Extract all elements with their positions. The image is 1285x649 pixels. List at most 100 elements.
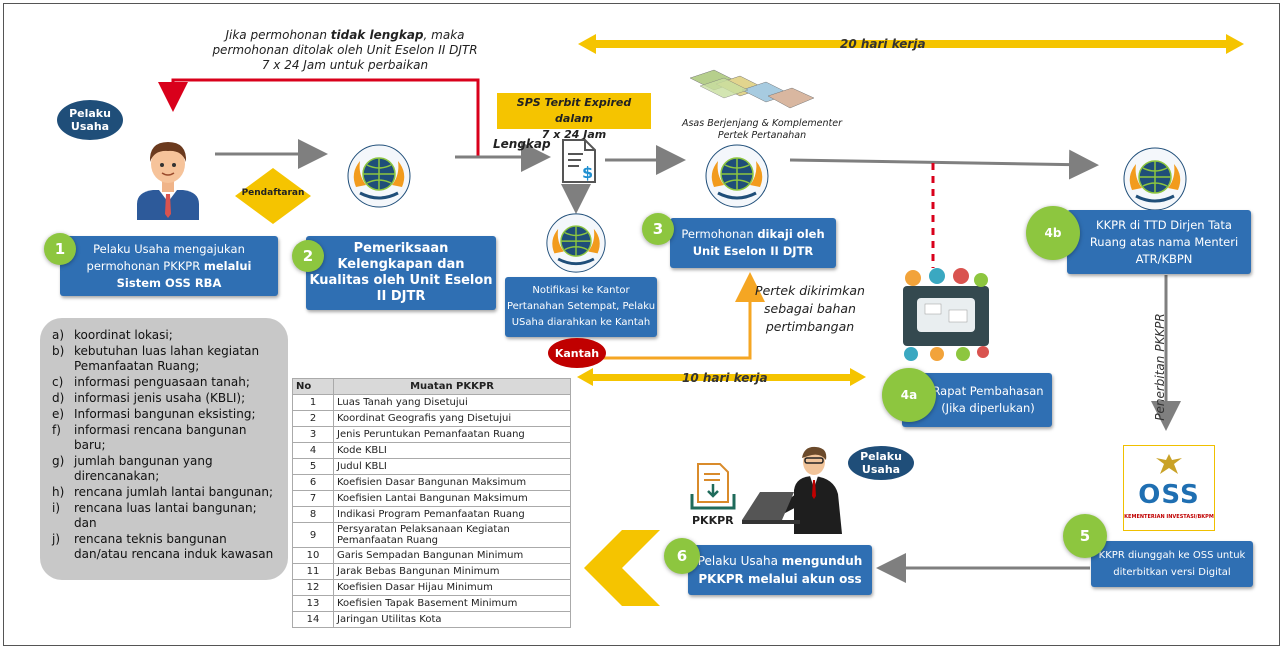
list-item-key: i)	[52, 501, 61, 515]
pelaku-usaha-oval-bottom: Pelaku Usaha	[848, 446, 914, 480]
table-cell-no: 8	[292, 506, 334, 523]
list-item-key: h)	[52, 485, 65, 499]
diagram-frame	[3, 3, 1280, 646]
step-5-box: KKPR diunggah ke OSS untuk diterbitkan v…	[1091, 541, 1253, 587]
list-item-key: g)	[52, 454, 65, 468]
atr-bpn-logo-icon	[347, 144, 411, 208]
table-cell-no: 14	[292, 611, 334, 628]
person-icon	[137, 142, 199, 220]
list-item: c) informasi penguasaan tanah;	[52, 375, 280, 390]
asas-note: Asas Berjenjang & Komplementer Pertek Pe…	[681, 118, 843, 141]
rejection-note: Jika permohonan tidak lengkap, maka perm…	[212, 28, 478, 72]
list-item: j) rencana teknis bangunan dan/atau renca…	[52, 532, 280, 562]
list-item-key: c)	[52, 375, 64, 389]
list-item-text: informasi penguasaan tanah;	[74, 375, 250, 389]
atr-bpn-logo-icon	[1123, 147, 1187, 211]
table-cell-no: 11	[292, 563, 334, 580]
list-item: b) kebutuhan luas lahan kegiatan Pemanfaa…	[52, 344, 280, 374]
list-item-text: Informasi bangunan eksisting;	[74, 407, 256, 421]
penerbitan-label: Penerbitan PKKPR	[1153, 313, 1167, 421]
svg-text:$: $	[582, 163, 593, 182]
table-cell-no: 4	[292, 442, 334, 459]
table-cell-muatan: Luas Tanah yang Disetujui	[333, 394, 571, 411]
table-cell-muatan: Garis Sempadan Bangunan Minimum	[333, 547, 571, 564]
document-icon: $	[562, 139, 596, 183]
step-3-box: Permohonan dikaji oleh Unit Eselon II DJ…	[670, 218, 836, 268]
table-cell-muatan: Koefisien Lantai Bangunan Maksimum	[333, 490, 571, 507]
table-cell-muatan: Koefisien Dasar Hijau Minimum	[333, 579, 571, 596]
table-header-muatan: Muatan PKKPR	[333, 378, 571, 395]
list-item-key: d)	[52, 391, 65, 405]
table-cell-muatan: Jenis Peruntukan Pemanfaatan Ruang	[333, 426, 571, 443]
meeting-icon	[903, 268, 989, 361]
step-3-badge: 3	[642, 213, 674, 245]
list-item-text: informasi jenis usaha (KBLI);	[74, 391, 246, 405]
table-cell-muatan: Persyaratan Pelaksanaan Kegiatan Pemanfa…	[333, 522, 571, 548]
kantah-badge: Kantah	[548, 338, 606, 368]
step-2-badge: 2	[292, 240, 324, 272]
list-item: h) rencana jumlah lantai bangunan;	[52, 485, 280, 500]
atr-bpn-logo-icon	[546, 213, 606, 273]
label-20-hari: 20 hari kerja	[840, 37, 926, 51]
table-cell-no: 10	[292, 547, 334, 564]
list-item: a)koordinat lokasi;	[52, 328, 280, 343]
arrow-logo3-to-logo4b	[789, 149, 1099, 180]
table-cell-no: 6	[292, 474, 334, 491]
step-4b-badge: 4b	[1026, 206, 1080, 260]
pertek-note: Pertek dikirimkan sebagai bahan pertimba…	[755, 283, 865, 334]
list-item-text: rencana teknis bangunan dan/atau rencana…	[74, 532, 274, 561]
list-item-text: rencana luas lantai bangunan; dan	[74, 501, 257, 530]
list-item-text: kebutuhan luas lahan kegiatan Pemanfaata…	[74, 344, 260, 373]
table-cell-muatan: Kode KBLI	[333, 442, 571, 459]
lengkap-label: Lengkap	[493, 137, 551, 151]
list-item-key: b)	[52, 344, 65, 358]
sps-note: SPS Terbit Expired dalam 7 x 24 Jam	[497, 93, 651, 141]
arrow-10-hari	[577, 368, 866, 386]
map-stack-icon	[690, 69, 814, 109]
list-item-text: rencana jumlah lantai bangunan;	[74, 485, 274, 499]
list-item-text: jumlah bangunan yang direncanakan;	[74, 454, 213, 483]
step-5-badge: 5	[1063, 514, 1107, 558]
table-cell-no: 2	[292, 410, 334, 427]
table-cell-muatan: Koefisien Tapak Basement Minimum	[333, 595, 571, 612]
list-item-text: informasi rencana bangunan baru;	[74, 423, 247, 452]
list-item: d) informasi jenis usaha (KBLI);	[52, 391, 280, 406]
table-cell-no: 7	[292, 490, 334, 507]
garuda-icon	[1156, 454, 1182, 474]
step-1-badge: 1	[44, 233, 76, 265]
requirements-list: a)koordinat lokasi;b) kebutuhan luas laha…	[40, 318, 288, 580]
arrow-20-hari	[578, 34, 1244, 54]
list-item: f) informasi rencana bangunan baru;	[52, 423, 280, 453]
table-cell-no: 12	[292, 579, 334, 596]
table-cell-muatan: Koordinat Geografis yang Disetujui	[333, 410, 571, 427]
businessman-laptop-icon	[742, 446, 842, 534]
table-cell-muatan: Jaringan Utilitas Kota	[333, 611, 571, 628]
list-item-key: j)	[52, 532, 61, 546]
list-item: g) jumlah bangunan yang direncanakan;	[52, 454, 280, 484]
list-item-text: koordinat lokasi;	[74, 328, 173, 342]
table-cell-no: 3	[292, 426, 334, 443]
pelaku-usaha-oval: Pelaku Usaha	[57, 100, 123, 140]
table-cell-muatan: Judul KBLI	[333, 458, 571, 475]
table-cell-no: 5	[292, 458, 334, 475]
kantah-arrow	[580, 272, 765, 360]
list-item-key: f)	[52, 423, 61, 437]
table-cell-muatan: Koefisien Dasar Bangunan Maksimum	[333, 474, 571, 491]
atr-bpn-logo-icon	[705, 144, 769, 208]
list-item: e)Informasi bangunan eksisting;	[52, 407, 280, 422]
step-6-box: Pelaku Usaha mengunduh PKKPR melalui aku…	[688, 545, 872, 595]
list-item: i) rencana luas lantai bangunan; dan	[52, 501, 280, 531]
table-header-no: No	[292, 378, 334, 395]
label-10-hari: 10 hari kerja	[682, 371, 768, 385]
